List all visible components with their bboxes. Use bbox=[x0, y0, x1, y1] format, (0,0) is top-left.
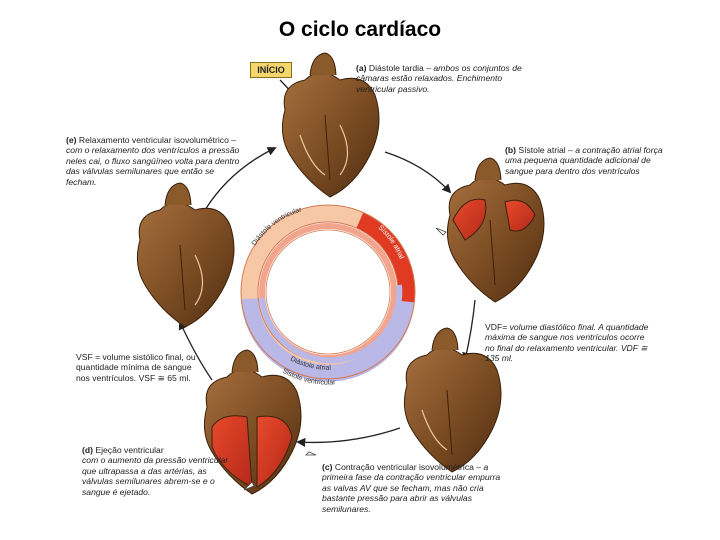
stage-d-description: com o aumento da pressão ventricular que… bbox=[82, 455, 229, 497]
heart-illustration-a bbox=[281, 52, 380, 198]
pointer-arrow-d bbox=[243, 481, 255, 491]
start-badge: INÍCIO bbox=[250, 62, 292, 78]
stage-a-title: Diástole tardia bbox=[368, 63, 424, 73]
pointer-arrow-b bbox=[435, 227, 447, 236]
ring-sistole-ventricular-arc bbox=[241, 298, 415, 382]
ring-sistole-atrial-arc bbox=[356, 212, 416, 303]
page-title: O ciclo cardíaco bbox=[278, 18, 442, 41]
pointer-arrow-c bbox=[305, 451, 317, 456]
cycle-arrow-b-c bbox=[462, 299, 476, 362]
heart-illustration-c bbox=[403, 327, 502, 473]
caption-stage-a: (a) Diástole tardia – ambos os conjuntos… bbox=[356, 63, 534, 94]
stage-e-title: Relaxamento ventricular isovolumétrico bbox=[78, 135, 229, 145]
note-vdf: VDF= volume diastólico final. A quantida… bbox=[485, 322, 650, 364]
stage-a-letter: (a) bbox=[356, 63, 367, 73]
cycle-arrow-a-b bbox=[384, 151, 452, 194]
stage-d-letter: (d) bbox=[82, 445, 93, 455]
vdf-description: volume diastólico final. A quantidade má… bbox=[485, 322, 649, 364]
stage-b-letter: (b) bbox=[505, 145, 516, 155]
heart-illustration-b bbox=[446, 157, 545, 303]
stage-b-title: Sístole atrial bbox=[518, 145, 566, 155]
stage-d-title: Ejeção ventricular bbox=[95, 445, 164, 455]
stage-e-dash: – bbox=[228, 135, 237, 145]
note-vsf: VSF = volume sistólico final, ou quantid… bbox=[76, 352, 206, 383]
caption-stage-c: (c) Contração ventricular isovolumétrica… bbox=[322, 462, 502, 514]
stage-c-description: a primeira fase da contração ventricular… bbox=[322, 462, 501, 514]
stage-b-dash: – bbox=[565, 145, 576, 155]
stage-c-title: Contração ventricular isovolumétrica bbox=[334, 462, 474, 472]
vdf-abbrev: VDF= bbox=[485, 322, 510, 332]
cycle-arrow-c-d bbox=[296, 427, 401, 447]
stage-e-description: com o relaxamento dos ventrículos a pres… bbox=[66, 145, 240, 187]
stage-c-letter: (c) bbox=[322, 462, 333, 472]
stage-b-description: a contração atrial força uma pequena qua… bbox=[505, 145, 663, 176]
stage-a-description: ambos os conjuntos de câmaras estão rela… bbox=[356, 63, 522, 94]
stage-e-letter: (e) bbox=[66, 135, 77, 145]
heart-illustration-e bbox=[136, 182, 235, 328]
cycle-arrow-e-a bbox=[204, 147, 277, 211]
caption-stage-e: (e) Relaxamento ventricular isovolumétri… bbox=[66, 135, 246, 187]
stage-a-dash: – bbox=[423, 63, 434, 73]
stage-c-dash: – bbox=[473, 462, 484, 472]
caption-stage-b: (b) Sístole atrial – a contração atrial … bbox=[505, 145, 680, 176]
vsf-description: VSF = volume sistólico final, ou quantid… bbox=[76, 352, 196, 383]
heart-illustration-d bbox=[203, 349, 302, 495]
cycle-arrow-d-e bbox=[178, 320, 213, 381]
cycle-ring bbox=[240, 204, 416, 382]
